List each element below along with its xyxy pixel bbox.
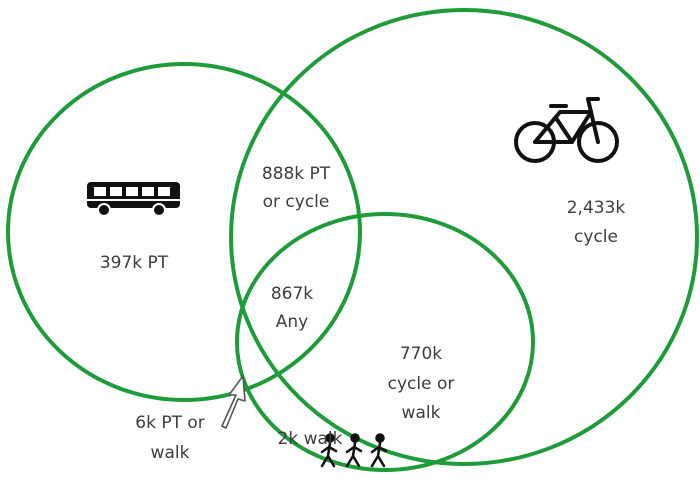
pt-or-walk-label-1: 6k PT or <box>135 413 205 433</box>
pt-circle <box>6 62 362 402</box>
pt-or-walk-label-2: walk <box>151 443 190 463</box>
any-label-1: 867k <box>271 284 313 304</box>
cycle-circle <box>229 8 699 466</box>
walk-circle <box>235 212 535 472</box>
walking-people-icon <box>320 433 388 468</box>
pt-or-cycle-label-1: 888k PT <box>262 164 331 184</box>
walk-only-label: 2k walk <box>278 429 343 449</box>
any-label-2: Any <box>276 312 308 332</box>
cycle-or-walk-label-3: walk <box>402 403 441 423</box>
pt-or-cycle-label-2: or cycle <box>263 192 330 212</box>
cycle-or-walk-label-2: cycle or <box>388 374 455 394</box>
bicycle-icon <box>514 97 619 163</box>
cycle-or-walk-label-1: 770k <box>400 344 442 364</box>
cycle-only-label-1: 2,433k <box>567 198 626 218</box>
bus-icon <box>87 182 180 217</box>
cycle-only-label-2: cycle <box>574 227 618 247</box>
pt-only-label: 397k PT <box>100 253 169 273</box>
arrow-icon <box>221 375 246 429</box>
